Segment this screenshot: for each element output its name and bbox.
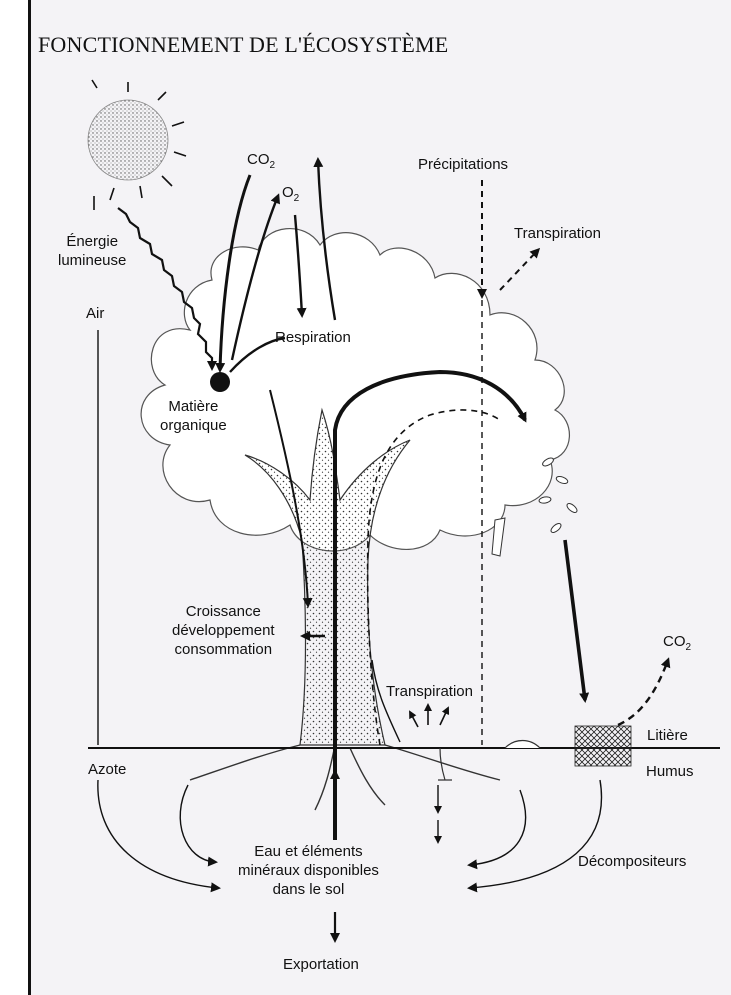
transpiration-bottom-label: Transpiration xyxy=(386,682,473,701)
nitrogen-label: Azote xyxy=(88,760,126,779)
co2-top-label: CO2 xyxy=(247,150,275,175)
organic-matter-dot xyxy=(210,372,230,392)
humus-label: Humus xyxy=(646,762,694,781)
light-energy-label: Énergie lumineuse xyxy=(58,232,126,270)
sun-icon xyxy=(88,80,186,210)
soil-water-minerals-label: Eau et éléments minéraux disponibles dan… xyxy=(238,842,379,899)
o2-label: O2 xyxy=(282,183,299,208)
litter-label: Litière xyxy=(647,726,688,745)
transpiration-top-label: Transpiration xyxy=(514,224,601,243)
respiration-label: Respiration xyxy=(275,328,351,347)
decomposers-label: Décompositeurs xyxy=(578,852,686,871)
air-label: Air xyxy=(86,304,104,323)
precipitations-label: Précipitations xyxy=(418,155,508,174)
exportation-label: Exportation xyxy=(283,955,359,974)
figure-title: FONCTIONNEMENT DE L'ÉCOSYSTÈME xyxy=(38,32,448,58)
co2-right-label: CO2 xyxy=(663,632,691,657)
litter-layer xyxy=(575,726,631,766)
organic-matter-label: Matière organique xyxy=(160,397,227,435)
growth-label: Croissance développement consommation xyxy=(172,602,275,659)
